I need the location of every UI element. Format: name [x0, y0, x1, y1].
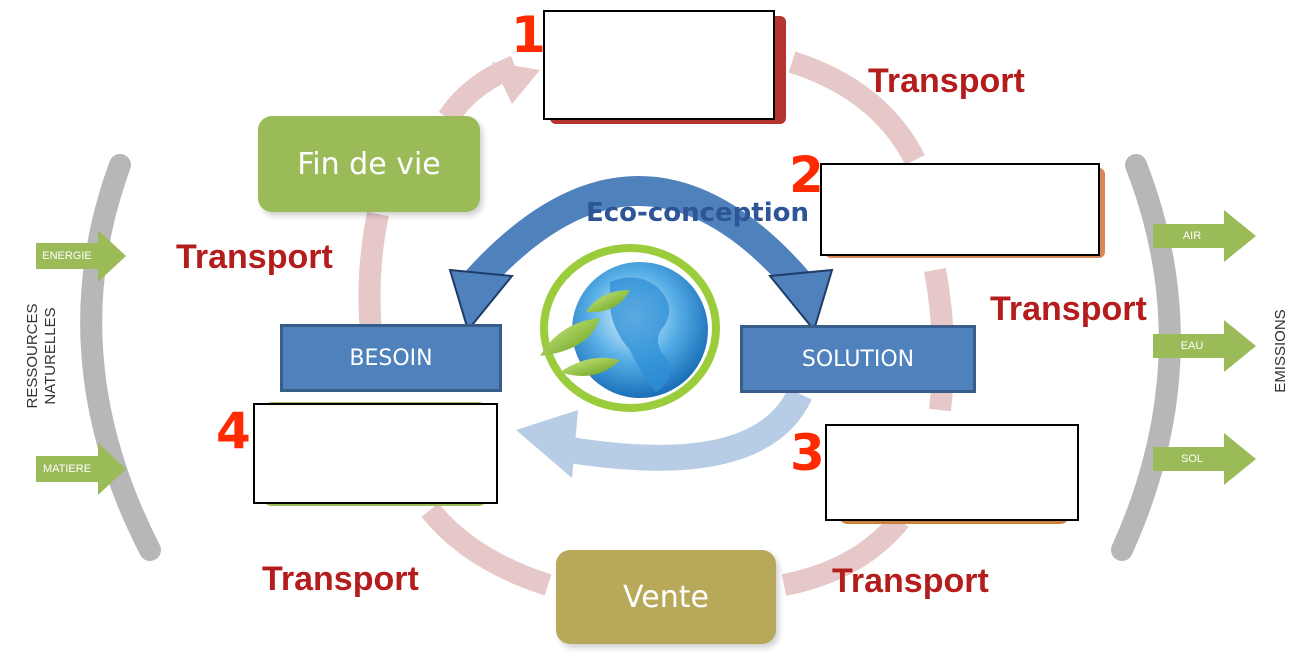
air-arrow-icon — [1153, 210, 1256, 262]
eco-arrowhead-left-icon — [448, 268, 514, 333]
return-arrowhead-icon — [516, 410, 578, 478]
return-arrow — [567, 388, 812, 471]
emissions-label: EMISSIONS — [1272, 309, 1289, 393]
vente-box: Vente — [556, 550, 776, 644]
fin-de-vie-box: Fin de vie — [258, 116, 480, 212]
energie-arrow-icon — [36, 230, 126, 282]
matiere-arrow-icon — [36, 443, 126, 495]
eco-conception-label: Eco-conception — [586, 198, 809, 228]
transport-label-top-right: Transport — [868, 62, 1025, 100]
ressources-naturelles-label: RESSOURCES NATURELLES — [24, 276, 60, 436]
eau-label: EAU — [1180, 340, 1204, 352]
blank-box-1[interactable] — [543, 10, 775, 120]
transport-label-right: Transport — [990, 290, 1147, 328]
ring-arrowhead-icon — [492, 62, 540, 104]
blank-box-4[interactable] — [253, 403, 498, 504]
solution-label: SOLUTION — [801, 346, 915, 372]
transport-label-bottom-right: Transport — [832, 562, 989, 600]
transport-label-left: Transport — [176, 238, 333, 276]
sol-label: SOL — [1180, 453, 1203, 465]
air-label: AIR — [1182, 230, 1202, 242]
number-3: 3 — [790, 424, 825, 482]
transport-label-bottom-left: Transport — [262, 560, 419, 598]
eco-conception-arrow — [464, 176, 810, 293]
blank-box-2[interactable] — [820, 163, 1100, 256]
vente-label: Vente — [623, 579, 709, 615]
matiere-label: MATIERE — [42, 463, 92, 475]
number-2: 2 — [789, 146, 824, 204]
naturelles-line: NATURELLES — [42, 307, 59, 405]
besoin-label: BESOIN — [349, 345, 433, 371]
number-4: 4 — [216, 402, 251, 460]
sol-arrow-icon — [1153, 433, 1256, 485]
globe-with-leaves-icon — [540, 244, 720, 412]
solution-box: SOLUTION — [740, 325, 976, 393]
eco-arrowhead-right-icon — [768, 268, 834, 333]
ressources-line: RESSOURCES — [24, 303, 41, 409]
besoin-box: BESOIN — [280, 324, 502, 392]
left-resource-arc — [80, 154, 161, 561]
blank-box-3[interactable] — [825, 424, 1079, 521]
eau-arrow-icon — [1153, 320, 1256, 372]
fin-de-vie-label: Fin de vie — [297, 146, 441, 182]
number-1: 1 — [511, 6, 546, 64]
energie-label: ENERGIE — [42, 250, 92, 262]
